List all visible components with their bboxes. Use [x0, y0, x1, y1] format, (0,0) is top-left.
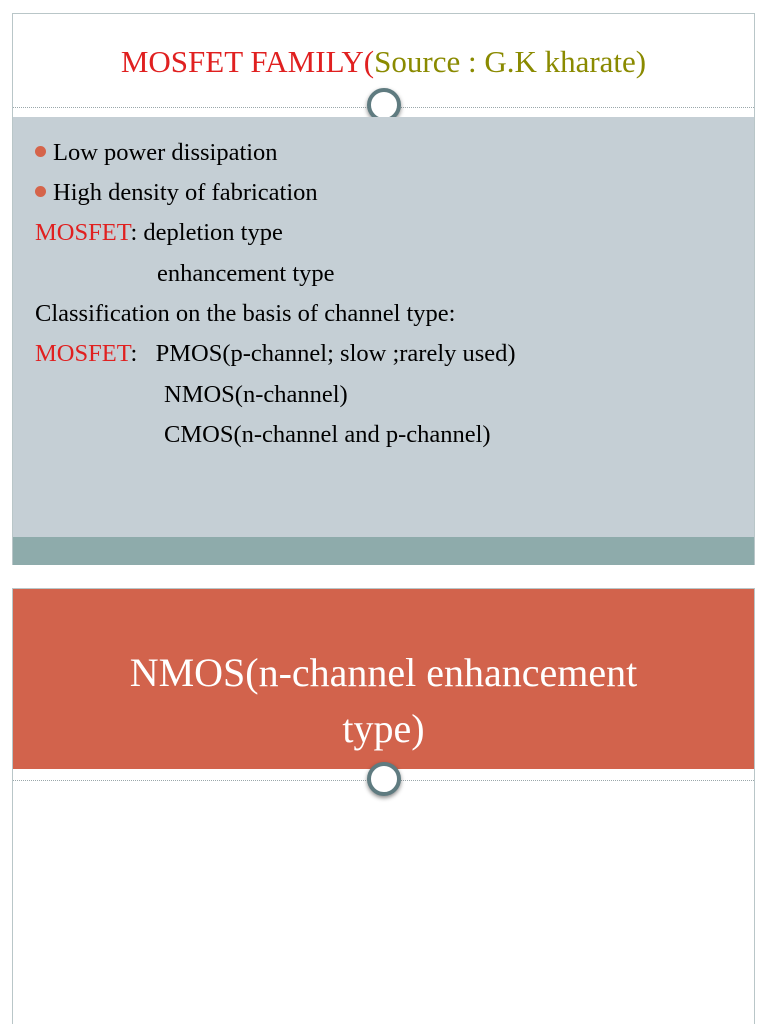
slide-1: MOSFET FAMILY(Source : G.K kharate) Low … — [12, 13, 755, 565]
slide-1-title: MOSFET FAMILY(Source : G.K kharate) — [13, 44, 754, 80]
mosfet-pmos-line: MOSFET: PMOS(p-channel; slow ;rarely use… — [35, 340, 516, 367]
nmos-line: NMOS(n-channel) — [164, 381, 348, 408]
title-main: MOSFET FAMILY( — [120, 44, 375, 79]
slide-2-title-band: NMOS(n-channel enhancement type) — [13, 589, 754, 769]
slide-2: NMOS(n-channel enhancement type) — [12, 588, 755, 1024]
bullet-icon — [35, 145, 46, 157]
mosfet-label: MOSFET — [35, 219, 131, 246]
slide-2-title-line-1: NMOS(n-channel enhancement — [129, 650, 638, 695]
slide-2-title-line-2: type) — [342, 706, 425, 751]
mosfet-depletion-line: MOSFET: depletion type — [35, 219, 283, 246]
slide-1-footer-band — [13, 537, 754, 565]
title-source: Source : G.K kharate) — [374, 44, 647, 79]
bullet-item: Low power dissipation — [35, 140, 278, 166]
bullet-icon — [35, 185, 46, 197]
enhancement-line: enhancement type — [157, 260, 335, 287]
slide-1-body: Low power dissipation High density of fa… — [13, 117, 754, 537]
cmos-line: CMOS(n-channel and p-channel) — [164, 421, 491, 448]
mosfet-label: MOSFET — [35, 340, 131, 367]
bullet-item: High density of fabrication — [35, 180, 318, 206]
slide-2-title: NMOS(n-channel enhancement type) — [43, 645, 724, 757]
circle-ornament-icon — [367, 762, 401, 796]
classification-line: Classification on the basis of channel t… — [35, 300, 456, 327]
